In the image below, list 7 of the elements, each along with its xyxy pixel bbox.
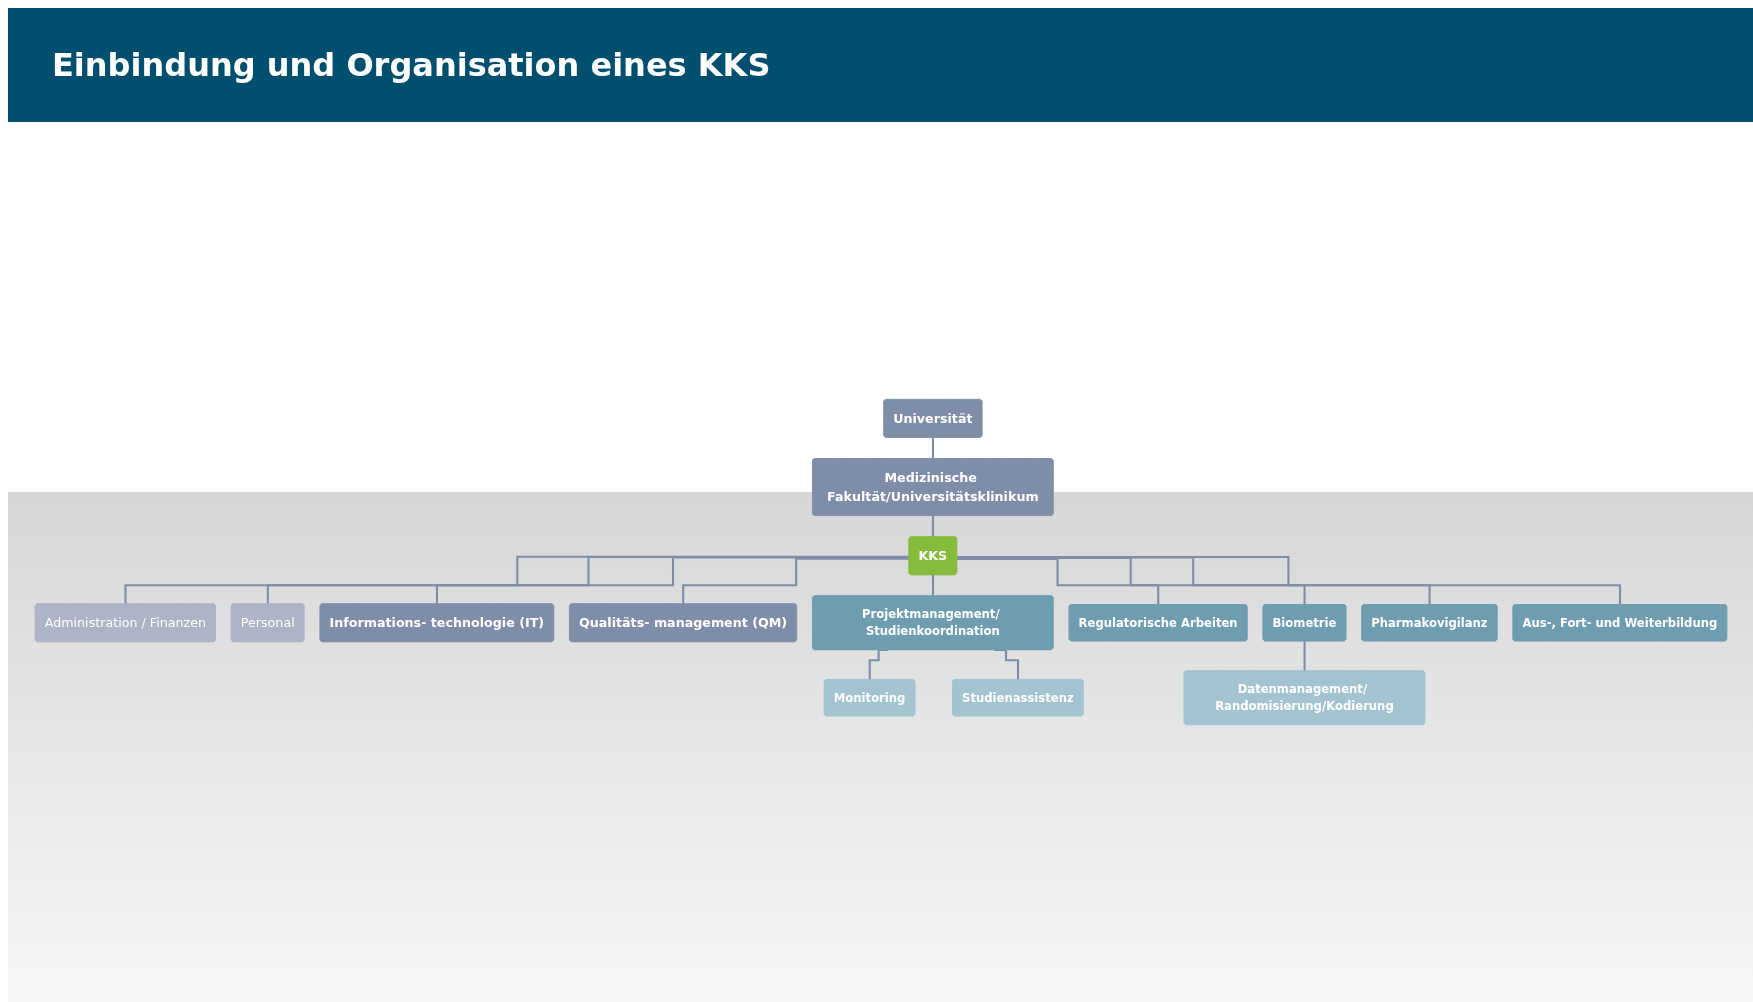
connector bbox=[931, 436, 934, 460]
connector bbox=[931, 514, 934, 538]
connector bbox=[956, 556, 1306, 606]
diagram-title: Einbindung und Organisation eines KKS bbox=[52, 46, 771, 84]
connector bbox=[956, 558, 1159, 606]
connector bbox=[956, 555, 1621, 606]
connector bbox=[956, 556, 1431, 606]
